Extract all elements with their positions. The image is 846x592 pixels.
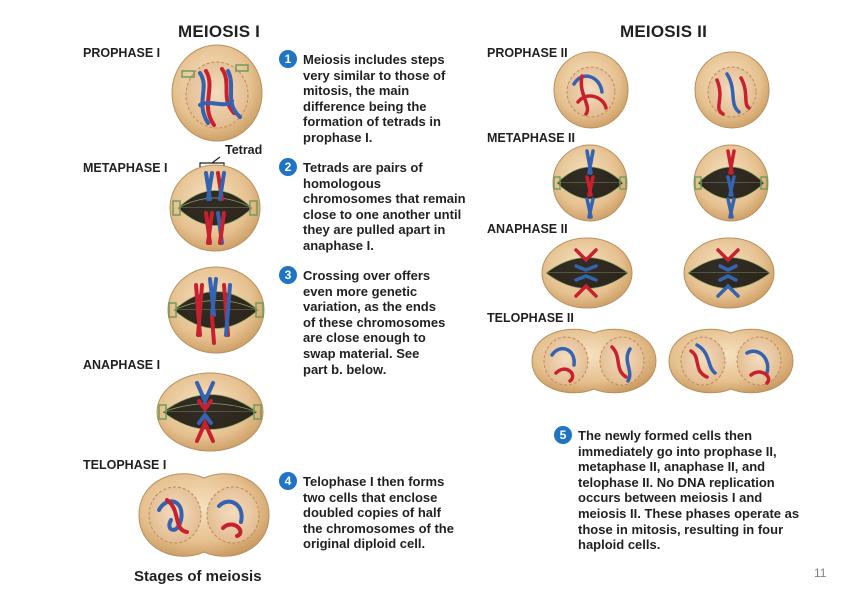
step-3-badge: 3	[279, 266, 297, 284]
cell-telophase-ii-right	[667, 325, 795, 397]
cell-metaphase-i	[168, 163, 262, 253]
cell-telophase-i	[137, 470, 271, 560]
cell-telophase-ii-left	[530, 325, 658, 397]
cell-prophase-i	[170, 43, 264, 143]
meiosis-ii-header: MEIOSIS II	[620, 22, 708, 41]
meiosis-i-header: MEIOSIS I	[178, 22, 261, 41]
label-prophase-i: PROPHASE I	[83, 46, 161, 60]
cell-metaphase-ii-left	[551, 143, 629, 223]
tetrad-label: Tetrad	[225, 143, 263, 157]
step-4-badge: 4	[279, 472, 297, 490]
label-metaphase-ii: METAPHASE II	[487, 131, 575, 145]
label-prophase-ii: PROPHASE II	[487, 46, 568, 60]
cell-anaphase-i	[155, 371, 265, 453]
step-1-badge: 1	[279, 50, 297, 68]
label-telophase-i: TELOPHASE I	[83, 458, 167, 472]
tetrad-bracket	[199, 156, 225, 167]
cell-prophase-ii-right	[693, 50, 771, 130]
cell-prophase-ii-left	[552, 50, 630, 130]
step-5-badge: 5	[554, 426, 572, 444]
figure-caption: Stages of meiosis	[134, 568, 262, 585]
step-2-badge: 2	[279, 158, 297, 176]
label-anaphase-i: ANAPHASE I	[83, 358, 161, 372]
page-number: 11	[814, 566, 827, 580]
label-telophase-ii: TELOPHASE II	[487, 311, 574, 325]
label-metaphase-i: METAPHASE I	[83, 161, 168, 175]
cell-anaphase-ii-left	[540, 236, 634, 310]
cell-crossing-over	[166, 265, 266, 355]
cell-metaphase-ii-right	[692, 143, 770, 223]
label-anaphase-ii: ANAPHASE II	[487, 222, 568, 236]
cell-anaphase-ii-right	[682, 236, 776, 310]
